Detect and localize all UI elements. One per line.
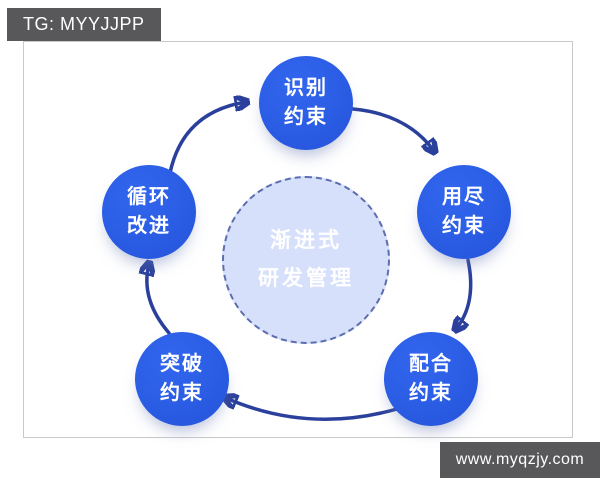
node-identify-constraints: 识别 约束	[259, 56, 353, 150]
watermark-bottom-right-text: www.myqzjy.com	[455, 451, 585, 468]
center-node: 渐进式 研发管理	[222, 176, 390, 344]
node-label-line1: 配合	[409, 353, 453, 375]
node-label-line2: 约束	[409, 382, 453, 404]
node-label-line2: 约束	[160, 382, 204, 404]
node-label-line1: 突破	[160, 353, 204, 375]
watermark-bottom-right: www.myqzjy.com	[440, 442, 600, 478]
center-node-line2: 研发管理	[258, 267, 354, 290]
center-node-line1: 渐进式	[270, 229, 342, 253]
node-coordinate-constraints: 配合 约束	[384, 332, 478, 426]
watermark-top-left-text: TG: MYYJJPP	[23, 14, 145, 34]
node-breakthrough-constraints: 突破 约束	[135, 332, 229, 426]
node-cycle-improve: 循环 改进	[102, 165, 196, 259]
node-label-line2: 约束	[442, 215, 486, 237]
node-label-line1: 循环	[127, 186, 171, 208]
node-label-line1: 识别	[284, 77, 328, 99]
watermark-top-left: TG: MYYJJPP	[7, 8, 161, 41]
node-label-line2: 改进	[127, 215, 171, 237]
node-exhaust-constraints: 用尽 约束	[417, 165, 511, 259]
node-label-line2: 约束	[284, 106, 328, 128]
node-label-line1: 用尽	[442, 186, 486, 208]
